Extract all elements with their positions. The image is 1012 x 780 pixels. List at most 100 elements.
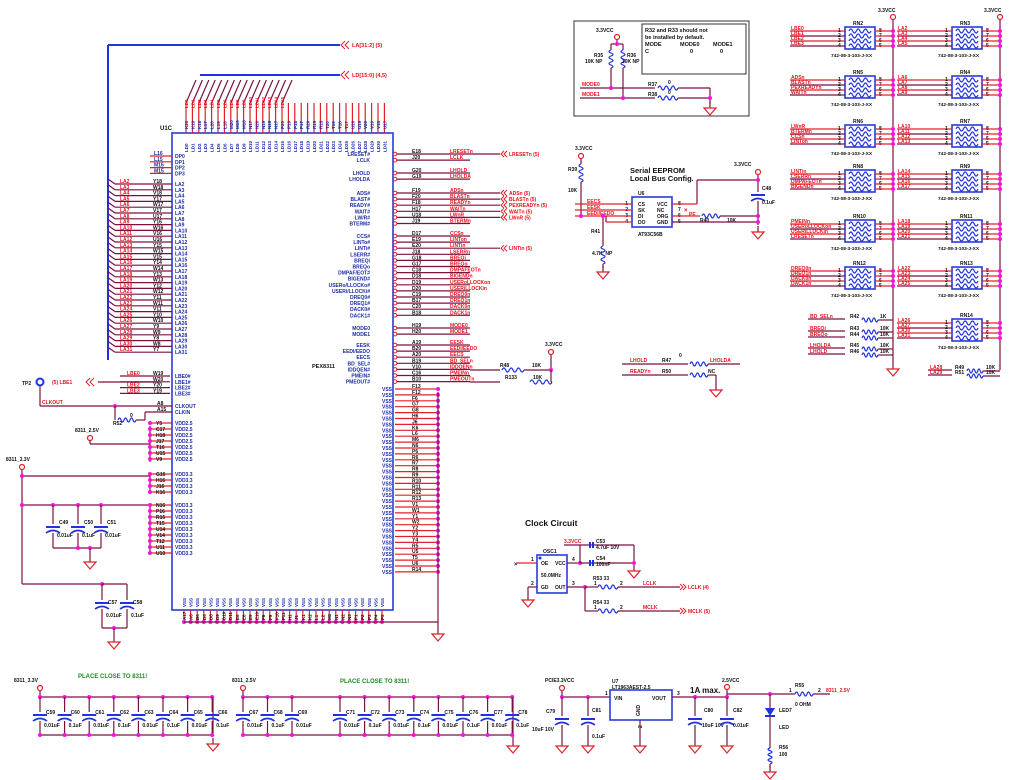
pin-name: LA24 [175,310,187,316]
pin-number: M20 [229,120,234,129]
pin-name: LA21 [175,292,187,298]
net-label: LBE2 [791,36,804,42]
net-label: BD_SELn [450,358,473,364]
pin-number: R7 [412,461,419,467]
pin-name: EEDI/EEDO [343,349,370,355]
resistor-icon [848,221,872,227]
net-label: LD1 [190,99,195,108]
resistor-icon [955,236,979,242]
resistor-ref: R53 33 [593,576,609,582]
net-label: LA26 [898,318,910,324]
pin-name: DACK1# [350,313,370,319]
pin-number: 3 [838,38,841,44]
junction-dot [148,457,152,461]
capacitor-icon [235,717,251,722]
pin-name: LA8 [175,217,185,223]
junction-dot [998,137,1002,141]
pin-number: B17 [412,298,421,304]
net-label: LA17 [898,184,910,190]
pin-number: L1 [314,614,319,620]
resistor-ref: R52 [113,421,122,427]
capacitor-value: 4.7uF 10V [596,545,620,551]
pin-bubble [392,367,398,372]
power-net-label: 8311_3.3V [14,678,39,684]
junction-dot [998,93,1002,97]
pin-name: VSS [235,598,240,607]
pin-name: LD11 [254,141,259,152]
resistor-icon [848,176,872,182]
capacitor-value: 0.01uF [57,533,73,539]
net-label: LD11 [254,97,259,108]
resistor-icon [955,28,979,34]
pin-bubble [392,342,398,348]
rn-part-number: 742-08-3-103-J-XX [831,293,873,299]
junction-dot [148,503,152,507]
net-label: LD12 [261,96,266,108]
pin-number: 2 [838,131,841,137]
pin-number: 1 [838,28,841,34]
pin-number: F18 [412,200,421,206]
chip-ref: U6 [638,191,645,197]
pin-number: P3 [367,614,372,620]
bus-entry [275,79,287,104]
net-label: WAITn [791,90,807,96]
net-label: READYn [450,200,471,206]
pin-name: VSS [301,598,306,607]
ground-icon [82,561,98,570]
pin-name: LA4 [175,194,185,200]
oscillator-body [536,554,568,594]
pin-name: VSS [382,422,393,428]
pin-number: P19 [286,120,291,129]
pin-name: VSS [382,546,393,552]
pin-number: R16 [156,515,165,521]
pin-number: W2 [412,520,420,526]
pin-bubble [392,313,398,318]
pin-name: VDD3.3 [175,533,193,539]
resistor-icon [848,171,872,177]
pin-name: VSS [382,558,393,564]
pin-number: C19 [412,292,421,298]
pin-number: V20 [363,120,368,129]
chip-ref: U1C [160,126,173,132]
pin-name: VSS [382,452,393,458]
pin-number: N17 [248,120,253,129]
pin-name: VSS [382,399,393,405]
pin-name: LD14 [274,140,279,152]
pin-number: Y9 [153,324,159,330]
rn-ref: RN6 [853,119,863,125]
net-label: IDDQENn [450,364,473,370]
pin-number: A20 [412,352,421,358]
pin-name: VSS [294,598,299,607]
rn-part-number: 742-08-3-103-J-XX [938,151,980,157]
pin-name: VDD3.3 [175,484,193,490]
junction-dot [601,214,605,218]
power-net-label: 3.3VCC [575,146,593,152]
bus-entry [236,79,248,104]
net-label: USERoLLOCKon [450,280,490,286]
capacitor-ref: C69 [298,710,307,716]
pin-number: G17 [412,262,422,268]
pin-number: F20 [412,194,421,200]
capacitor-icon [687,721,703,726]
power-port-icon [239,684,247,692]
pin-number: 3 [945,87,948,93]
capacitor-value: 0.01uF [106,613,122,619]
pin-number: T19 [331,121,336,129]
resistor-network-body [951,26,983,50]
pin-number: 4 [945,186,948,192]
resistor-value: 100 [779,752,788,758]
net-label: LA22 [120,295,132,301]
pin-number: D10 [222,611,227,620]
resistor-icon [955,38,979,44]
capacitor-icon [554,721,570,726]
pin-number: Y11 [153,295,162,301]
capacitor-value: 0.1uF [216,723,229,729]
pin-number: 1 [945,320,948,326]
pin-number: V14 [156,533,165,539]
resistor-ref: R38 [648,92,657,98]
pin-number: 4 [838,141,841,147]
resistor-icon [955,176,979,182]
pin-number: L19 [216,121,221,129]
placement-note: PLACE CLOSE TO 8311! [78,674,147,680]
pin-number: N20 [254,120,259,129]
